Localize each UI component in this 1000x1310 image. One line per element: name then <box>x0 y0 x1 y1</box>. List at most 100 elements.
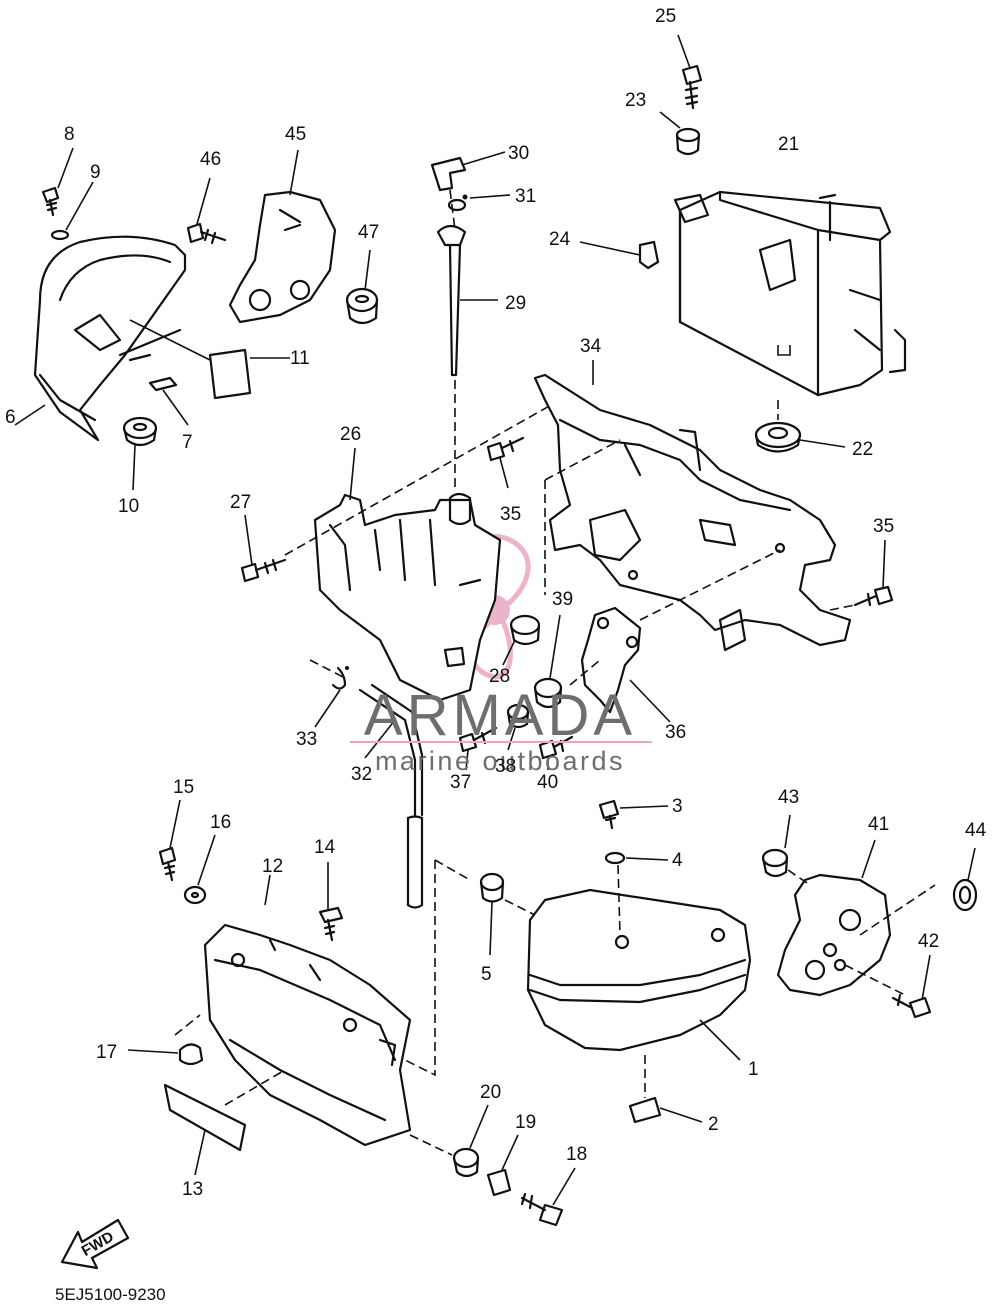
callout-41: 41 <box>868 814 889 835</box>
grommet-20 <box>409 1104 489 1178</box>
callout-4: 4 <box>672 850 683 871</box>
frame-34 <box>533 360 852 652</box>
callout-22: 22 <box>852 439 873 460</box>
elbow-30 <box>430 151 506 192</box>
callout-26: 26 <box>340 424 361 445</box>
callout-35-right: 35 <box>873 516 894 537</box>
lower-cover-12 <box>203 859 471 1147</box>
callout-5: 5 <box>481 964 492 985</box>
callout-9: 9 <box>90 162 101 183</box>
fwd-arrow: FWD <box>60 1218 130 1270</box>
callout-18: 18 <box>566 1144 587 1165</box>
callout-13: 13 <box>182 1179 203 1200</box>
callout-12: 12 <box>262 856 283 877</box>
bracket-36 <box>580 606 671 723</box>
tank-26 <box>313 447 502 702</box>
callout-32: 32 <box>351 764 372 785</box>
bracket-41 <box>776 839 936 997</box>
side-cover-1 <box>526 888 752 1061</box>
callout-42: 42 <box>918 931 939 952</box>
grommet-10 <box>122 416 158 491</box>
callout-24: 24 <box>549 229 571 250</box>
callout-20: 20 <box>480 1082 501 1103</box>
screw-14 <box>318 862 344 942</box>
bracket-45 <box>228 149 337 324</box>
collar-38 <box>506 703 530 751</box>
washer-9 <box>50 181 94 241</box>
bolt-35-right <box>829 539 894 611</box>
callout-7: 7 <box>182 432 193 453</box>
callout-10: 10 <box>118 496 139 517</box>
bolt-40 <box>538 735 574 770</box>
bolt-35-upper <box>486 436 525 489</box>
callout-36: 36 <box>665 722 686 743</box>
diagram-code: 5EJ5100-9230 <box>55 1285 166 1304</box>
callout-44: 44 <box>965 820 987 841</box>
nut-17 <box>127 1014 204 1066</box>
callout-29: 29 <box>505 293 526 314</box>
bolt-46 <box>186 177 227 245</box>
grommet-28 <box>502 614 541 666</box>
dipstick-29 <box>436 224 498 490</box>
watermark-brand: ARMADA <box>364 683 636 748</box>
callout-37: 37 <box>450 772 471 793</box>
bolt-25 <box>677 34 703 110</box>
callout-17: 17 <box>96 1042 117 1063</box>
callout-2: 2 <box>708 1114 719 1135</box>
screw-8 <box>41 147 74 217</box>
grommet-43 <box>761 814 811 886</box>
bolt-42 <box>891 954 932 1019</box>
screw-15 <box>158 799 181 882</box>
bolt-18 <box>520 1167 576 1227</box>
callout-39: 39 <box>552 589 573 610</box>
callout-45: 45 <box>285 124 306 145</box>
pad-2 <box>628 1055 703 1124</box>
clip-33 <box>309 659 349 728</box>
callout-43: 43 <box>778 787 799 808</box>
damper-23 <box>659 111 701 156</box>
washer-16 <box>183 834 216 905</box>
callout-30: 30 <box>508 143 529 164</box>
callout-15: 15 <box>173 777 194 798</box>
callout-labels: 1 2 3 4 5 6 7 8 9 10 11 12 13 14 15 16 1… <box>5 6 987 1200</box>
grommet-39 <box>533 614 601 709</box>
callout-46: 46 <box>200 149 221 170</box>
bolt-27 <box>240 399 561 583</box>
pad-7 <box>148 376 189 426</box>
callout-23: 23 <box>625 90 646 111</box>
callout-6: 6 <box>5 407 16 428</box>
callout-33: 33 <box>296 729 317 750</box>
hose-32 <box>358 683 424 909</box>
callout-38: 38 <box>495 756 516 777</box>
washer-44 <box>952 847 978 912</box>
label-11 <box>129 319 290 400</box>
callout-27: 27 <box>230 492 251 513</box>
callout-25: 25 <box>655 6 676 27</box>
callout-16: 16 <box>210 812 231 833</box>
grommet-22 <box>754 400 846 453</box>
callout-28: 28 <box>489 666 510 687</box>
callout-1: 1 <box>748 1059 759 1080</box>
callout-19: 19 <box>515 1112 536 1133</box>
callout-14: 14 <box>314 837 336 858</box>
callout-40: 40 <box>537 772 558 793</box>
callout-35-upper: 35 <box>500 504 521 525</box>
battery-box-21 <box>673 190 907 397</box>
collar-19 <box>486 1134 519 1197</box>
collar-24 <box>579 240 660 270</box>
callout-21: 21 <box>778 134 799 155</box>
screw-3 <box>598 799 669 830</box>
grommet-47 <box>345 249 379 325</box>
callout-31: 31 <box>515 186 536 207</box>
callout-34: 34 <box>580 336 602 357</box>
grommet-5 <box>479 872 536 956</box>
callout-47: 47 <box>358 222 379 243</box>
cover-6 <box>14 235 187 442</box>
clip-31 <box>447 189 511 231</box>
washer-4 <box>604 851 669 936</box>
plate-13 <box>163 1069 286 1176</box>
watermark-tagline: marine outboards <box>375 746 625 776</box>
callout-8: 8 <box>64 124 75 145</box>
callout-11: 11 <box>290 348 310 369</box>
